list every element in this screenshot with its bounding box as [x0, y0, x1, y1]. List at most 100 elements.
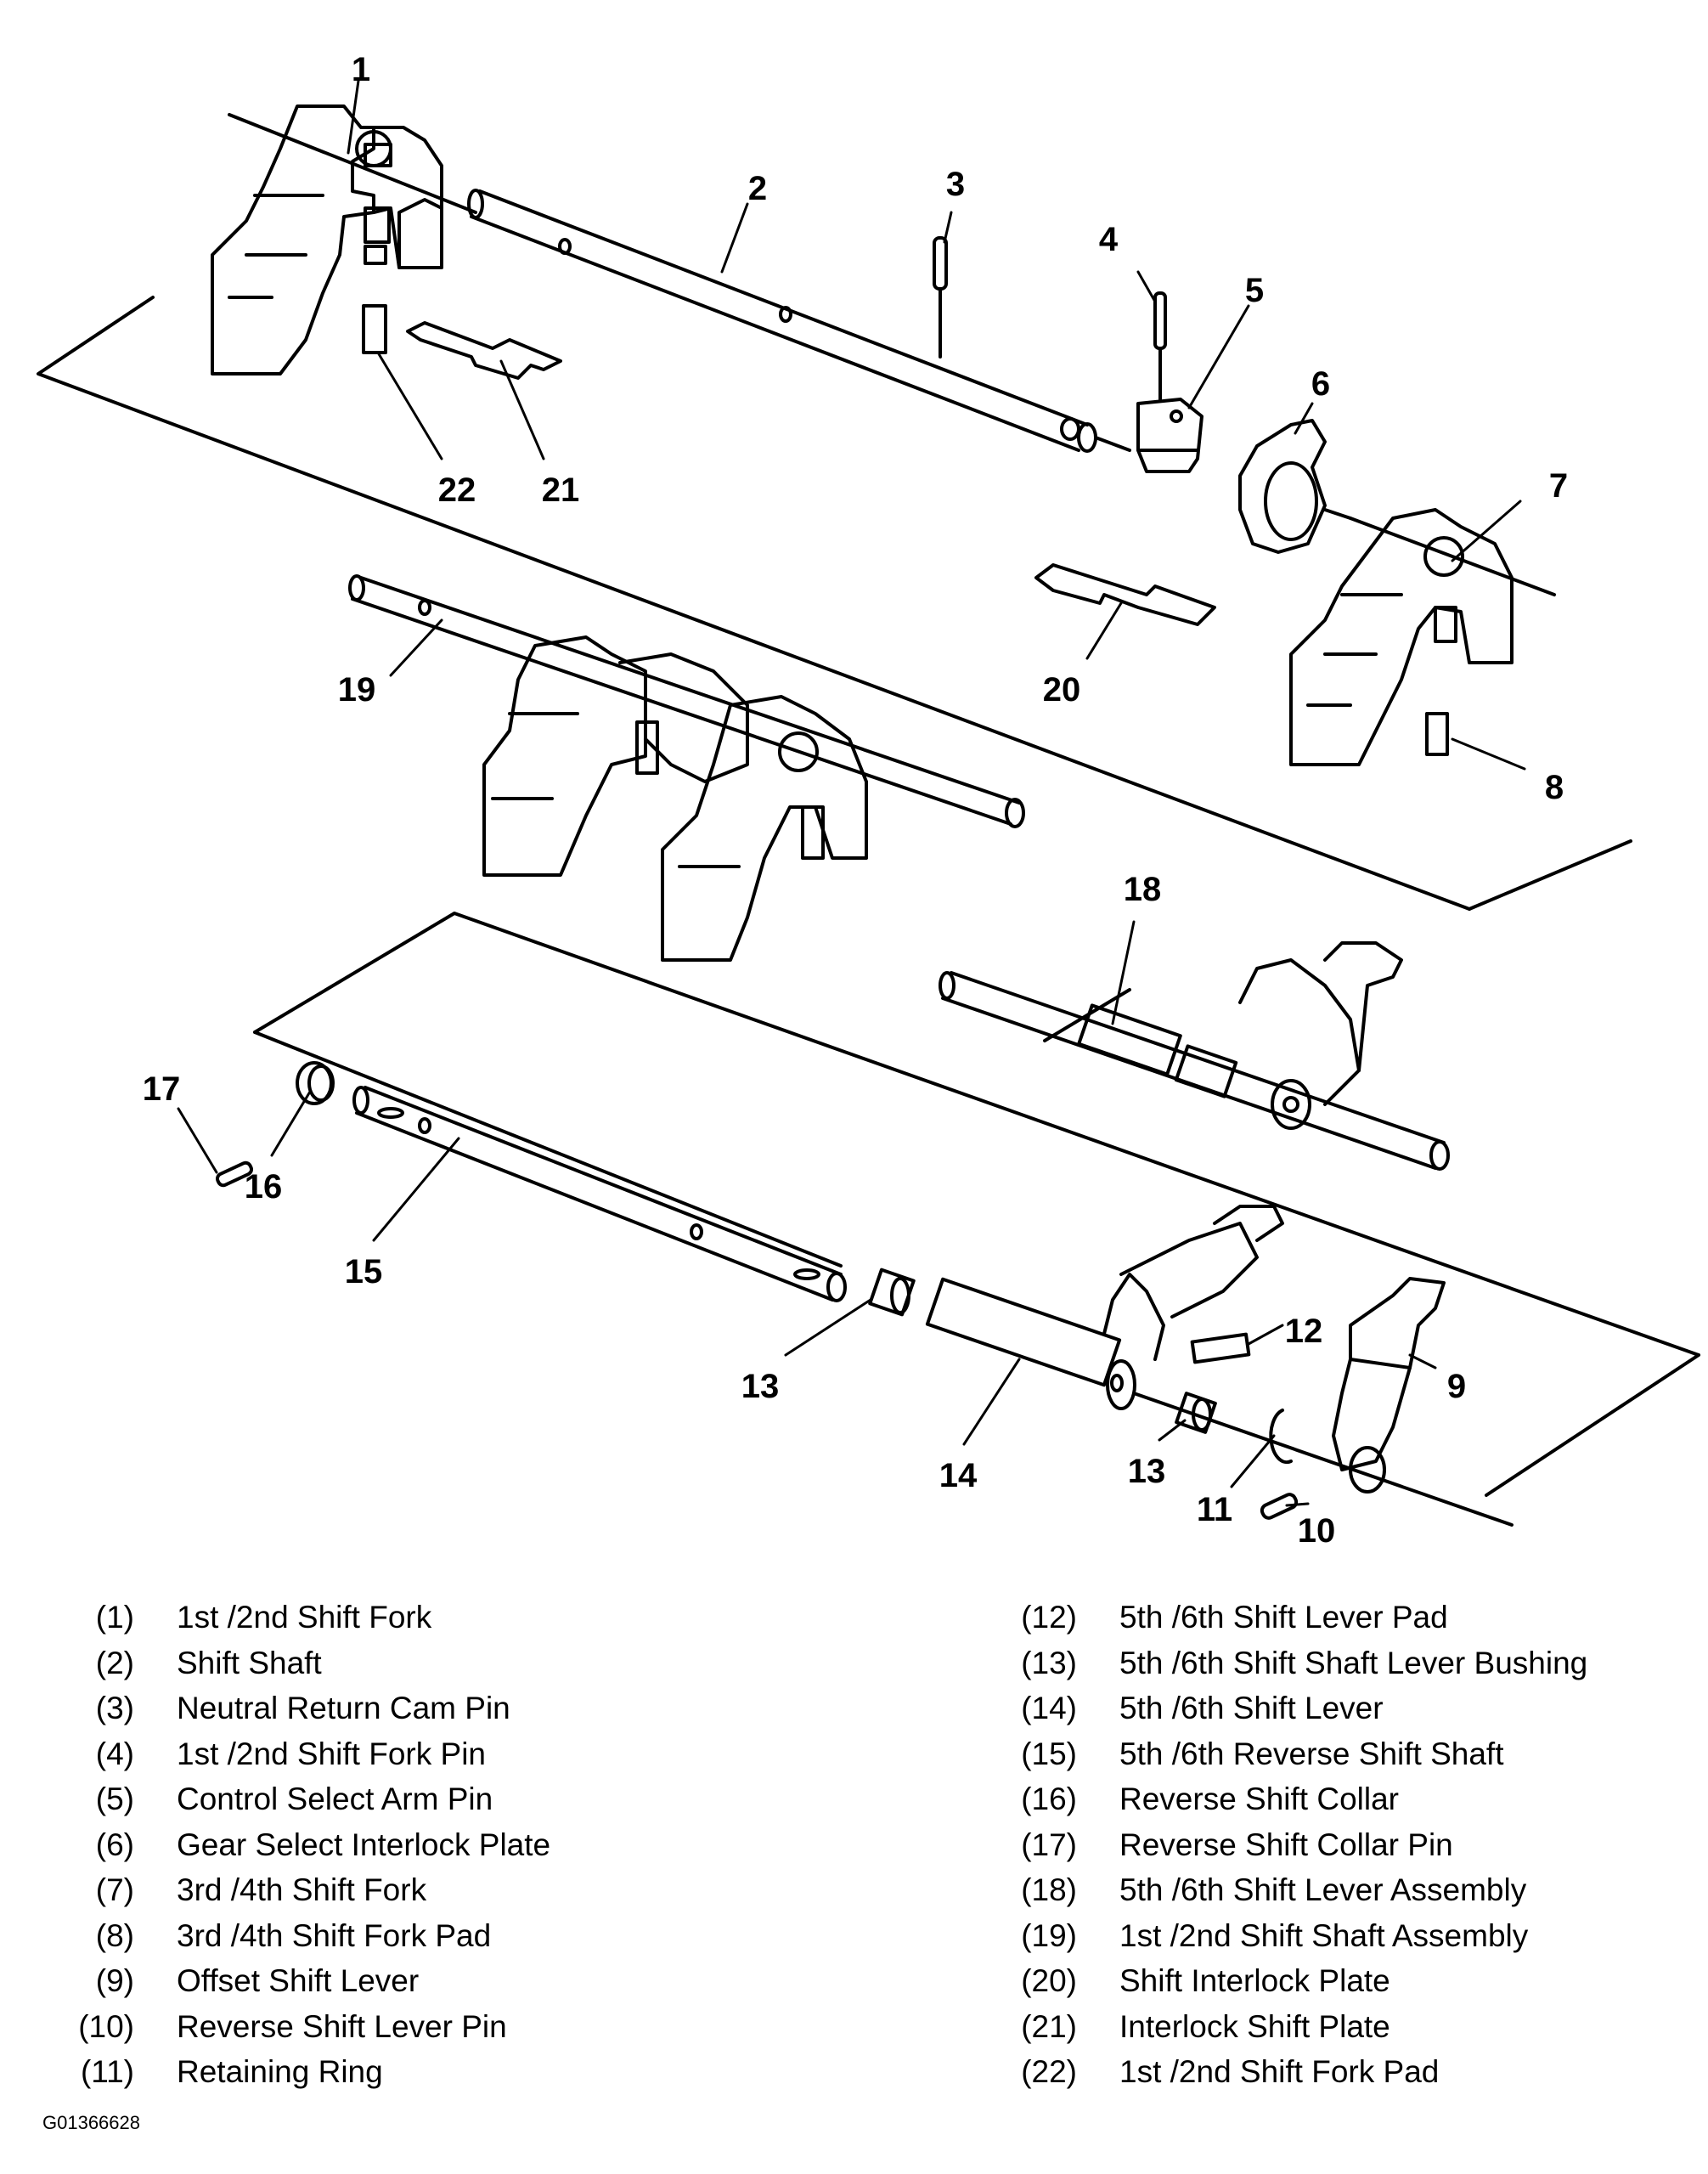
- legend-number: (21): [1021, 2008, 1077, 2044]
- legend-label: Shift Interlock Plate: [1119, 1963, 1390, 1998]
- reverse-shift-collar-pin: [215, 1160, 254, 1188]
- shift-fork-pin: [1153, 291, 1167, 401]
- legend-number: (19): [1021, 1917, 1077, 1953]
- legend-item: (10) Reverse Shift Lever Pin: [42, 2004, 934, 2050]
- legend-label: Control Select Arm Pin: [177, 1782, 493, 1816]
- shift-shaft-assembly: [348, 574, 1025, 962]
- legend-label: 3rd /4th Shift Fork Pad: [177, 1917, 492, 1953]
- legend-item: (11)Retaining Ring: [42, 2049, 934, 2095]
- legend-item: (17)Reverse Shift Collar Pin: [985, 1822, 1690, 1868]
- shift-shaft-lever-bushing: [868, 1268, 916, 1317]
- callout-4: 4: [1099, 221, 1119, 258]
- reverse-shift-collar: [296, 1061, 335, 1105]
- legend-label: Interlock Shift Plate: [1119, 2008, 1390, 2044]
- callout-15: 15: [345, 1253, 383, 1290]
- legend-label: 1st /2nd Shift Fork Pad: [1119, 2054, 1440, 2089]
- legend-label: 3rd /4th Shift Fork: [177, 1872, 427, 1907]
- callout-13-lower: 13: [1128, 1453, 1166, 1490]
- shift-lever-pad: [1190, 1332, 1251, 1364]
- callout-13-upper: 13: [741, 1368, 780, 1405]
- shift-lever-assembly: [939, 941, 1450, 1171]
- leader-lines: [177, 79, 1526, 1507]
- legend-label: Shift Shaft: [177, 1645, 322, 1680]
- callout-14: 14: [939, 1457, 978, 1494]
- legend-label: 1st /2nd Shift Shaft Assembly: [1119, 1917, 1529, 1953]
- legend-number: (14): [1021, 1691, 1077, 1725]
- axis-line-shaft-4: [1132, 1392, 1514, 1527]
- legend-number: (11): [80, 2054, 134, 2089]
- legend-number: (16): [1021, 1782, 1077, 1816]
- callout-9: 9: [1447, 1368, 1466, 1405]
- legend-label: 5th /6th Shift Lever Assembly: [1119, 1872, 1527, 1907]
- legend-number: (5): [95, 1782, 134, 1816]
- legend-label: Reverse Shift Lever Pin: [177, 2008, 507, 2044]
- callout-11: 11: [1197, 1491, 1232, 1528]
- callout-12: 12: [1285, 1313, 1323, 1350]
- shift-lever: [925, 1205, 1284, 1410]
- callout-3: 3: [946, 166, 965, 203]
- legend-number: (8): [95, 1917, 134, 1953]
- legend-number: (18): [1021, 1872, 1077, 1907]
- axis-line-shaft-1: [228, 113, 477, 214]
- shift-fork-pad-1st-2nd: [362, 304, 387, 354]
- upper-assembly-panel: [37, 296, 1632, 911]
- legend-number: (1): [95, 1600, 134, 1635]
- legend-item: (15)5th /6th Reverse Shift Shaft: [985, 1731, 1690, 1777]
- legend-label: 5th /6th Shift Shaft Lever Bushing: [1119, 1645, 1588, 1680]
- legend-label: Offset Shift Lever: [177, 1963, 420, 1998]
- callout-20: 20: [1043, 671, 1081, 709]
- reverse-shift-lever-pin: [1260, 1493, 1299, 1520]
- legend-item: (1)1st /2nd Shift Fork: [42, 1595, 934, 1640]
- axis-line-shaft-3: [253, 1031, 843, 1268]
- legend-label: Reverse Shift Collar Pin: [1119, 1827, 1453, 1862]
- legend-number: (4): [95, 1736, 134, 1771]
- gear-select-interlock-plate: [1238, 419, 1352, 554]
- retaining-ring: [1269, 1409, 1293, 1465]
- legend-item: (6) Gear Select Interlock Plate: [42, 1822, 934, 1868]
- callout-5: 5: [1245, 272, 1264, 309]
- interlock-shift-plate: [406, 321, 562, 380]
- callout-6: 6: [1311, 365, 1330, 403]
- legend-item: (18) 5th /6th Shift Lever Assembly: [985, 1867, 1690, 1913]
- legend-item: (7) 3rd /4th Shift Fork: [42, 1867, 934, 1913]
- legend-number: (10): [78, 2008, 134, 2044]
- axis-line-shaft-2: [1349, 517, 1556, 596]
- legend-number: (2): [95, 1645, 134, 1680]
- callout-18: 18: [1124, 871, 1162, 908]
- callout-16: 16: [245, 1168, 283, 1206]
- legend-label: Gear Select Interlock Plate: [177, 1827, 551, 1862]
- reverse-shift-shaft: [352, 1086, 847, 1302]
- legend-number: (6): [95, 1827, 134, 1862]
- legend-number: (3): [95, 1691, 134, 1725]
- legend-item: (12)5th /6th Shift Lever Pad: [985, 1595, 1690, 1640]
- legend-left-column: (1)1st /2nd Shift Fork (2) Shift Shaft (3) N…: [42, 1595, 934, 2095]
- figure-code: G01366628: [42, 2112, 140, 2133]
- legend-number: (7): [95, 1872, 134, 1907]
- callout-10: 10: [1298, 1512, 1336, 1550]
- callout-17: 17: [143, 1070, 181, 1108]
- callout-21: 21: [542, 472, 580, 509]
- shift-shaft: [467, 189, 1131, 453]
- legend-item: (8) 3rd /4th Shift Fork Pad: [42, 1913, 934, 1959]
- legend-number: (9): [95, 1963, 134, 1998]
- legend-label: 5th /6th Shift Lever Pad: [1119, 1600, 1448, 1635]
- legend-item: (21) Interlock Shift Plate: [985, 2004, 1690, 2050]
- callout-1: 1: [352, 51, 370, 88]
- callout-labels: 1 2 3 4 5 6 7 8 9 10 11 12 13 13 14 15 1…: [143, 51, 1568, 1550]
- legend-number: (20): [1021, 1963, 1077, 1998]
- control-select-arm: [1136, 398, 1203, 473]
- shift-shaft-lever-bushing-lower: [1175, 1392, 1217, 1434]
- legend-item: (22)1st /2nd Shift Fork Pad: [985, 2049, 1690, 2095]
- legend-item: (3) Neutral Return Cam Pin: [42, 1686, 934, 1731]
- legend-label: 1st /2nd Shift Fork Pin: [177, 1736, 487, 1771]
- legend-label: Reverse Shift Collar: [1119, 1782, 1400, 1816]
- legend-number: (13): [1021, 1645, 1077, 1680]
- legend-label: Neutral Return Cam Pin: [177, 1691, 510, 1725]
- legend-item: (16) Reverse Shift Collar: [985, 1776, 1690, 1822]
- callout-19: 19: [338, 671, 376, 709]
- shift-fork-3rd-4th: [1289, 508, 1514, 766]
- legend-right-column: (12)5th /6th Shift Lever Pad (13) 5th /6th…: [985, 1595, 1690, 2095]
- shift-fork-pad-3rd-4th: [1425, 712, 1449, 756]
- shift-interlock-plate: [1034, 563, 1216, 626]
